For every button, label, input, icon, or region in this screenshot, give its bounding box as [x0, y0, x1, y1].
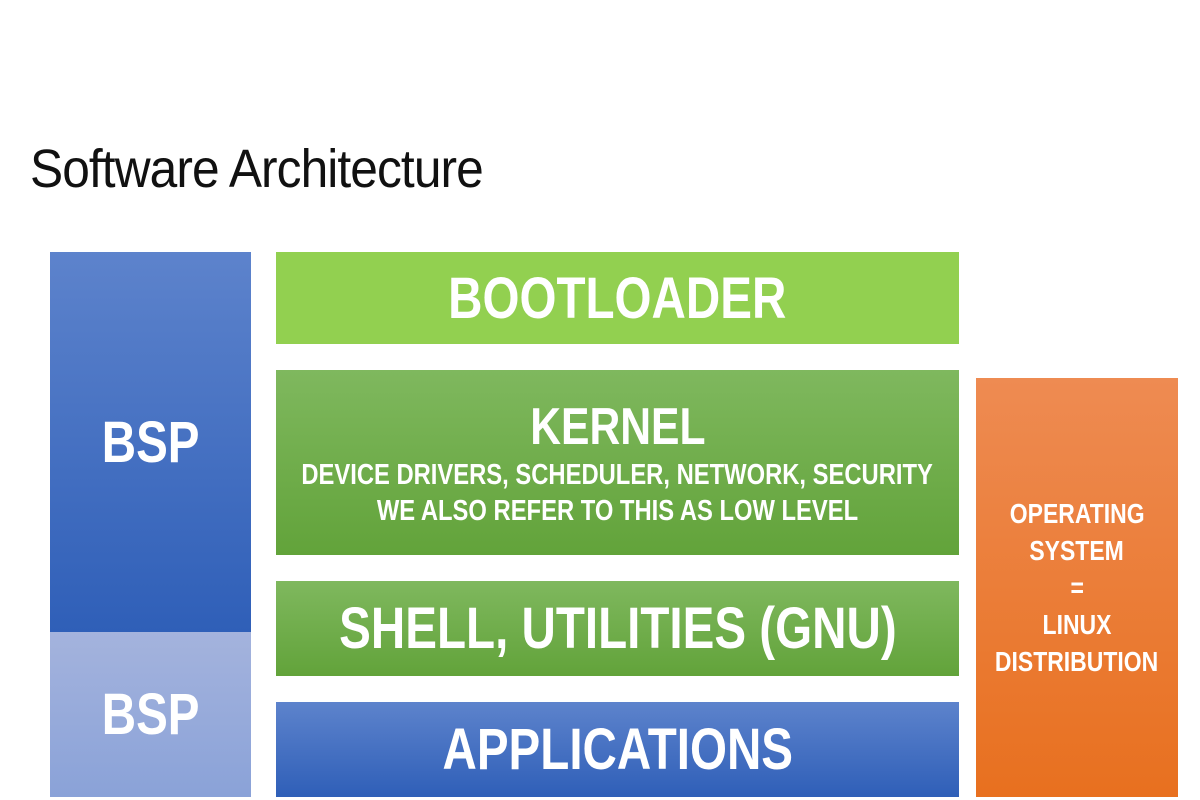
os-line: SYSTEM	[1029, 535, 1125, 566]
kernel-line-2: WE ALSO REFER TO THIS AS LOW LEVEL	[376, 494, 859, 527]
shell-label: SHELL, UTILITIES (GNU)	[338, 596, 897, 661]
bsp-upper-label: BSP	[101, 409, 200, 475]
bootloader-label: BOOTLOADER	[448, 265, 787, 331]
os-line: OPERATING	[1009, 498, 1145, 529]
kernel-title: KERNEL	[529, 397, 706, 456]
kernel-block: KERNEL DEVICE DRIVERS, SCHEDULER, NETWOR…	[276, 370, 959, 555]
bsp-lower-label: BSP	[101, 682, 200, 747]
kernel-line-1: DEVICE DRIVERS, SCHEDULER, NETWORK, SECU…	[301, 458, 934, 491]
applications-block: APPLICATIONS	[276, 702, 959, 797]
os-line: DISTRIBUTION	[995, 646, 1159, 677]
applications-label: APPLICATIONS	[442, 717, 793, 782]
bsp-lower-block: BSP	[50, 632, 251, 797]
bsp-upper-block: BSP	[50, 252, 251, 632]
slide-title: Software Architecture	[30, 139, 484, 199]
shell-utilities-block: SHELL, UTILITIES (GNU)	[276, 581, 959, 676]
bootloader-block: BOOTLOADER	[276, 252, 959, 344]
os-line: LINUX	[1042, 609, 1112, 640]
os-line: =	[1070, 572, 1084, 603]
operating-system-block: OPERATING SYSTEM = LINUX DISTRIBUTION	[976, 378, 1178, 797]
